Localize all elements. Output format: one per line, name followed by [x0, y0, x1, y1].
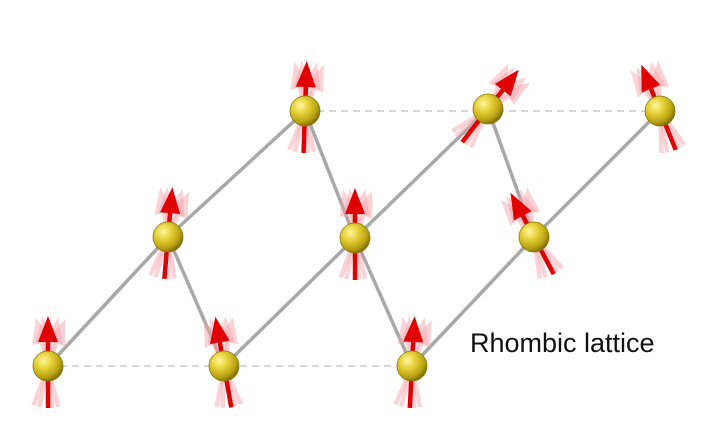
atom-sphere	[472, 93, 504, 125]
bond	[410, 235, 536, 368]
lattice-site	[338, 188, 373, 281]
lattice-site	[148, 187, 190, 280]
bond	[303, 109, 357, 240]
atom-sphere	[518, 221, 550, 253]
lattice-site	[203, 316, 244, 409]
lattice-site	[393, 316, 432, 409]
atom-sphere	[32, 350, 64, 382]
bond	[486, 107, 536, 239]
bonds	[46, 107, 662, 368]
lattice-site	[500, 187, 564, 279]
bond	[46, 235, 170, 368]
atom-sphere	[208, 350, 240, 382]
bond	[532, 109, 662, 239]
lattice-site	[31, 316, 66, 409]
lattice-site	[630, 61, 687, 154]
diagram-caption: Rhombic lattice	[470, 328, 655, 358]
atom-sphere	[644, 95, 676, 127]
lattice-site	[287, 61, 324, 154]
atom-sphere	[339, 222, 371, 254]
atom-sphere	[152, 221, 184, 253]
sites	[31, 61, 687, 409]
bond	[166, 109, 307, 239]
atom-sphere	[289, 95, 321, 127]
bond	[353, 107, 490, 240]
bond	[353, 236, 414, 368]
atom-sphere	[396, 350, 428, 382]
bond	[166, 235, 226, 368]
lattice-site	[451, 63, 531, 149]
bond	[222, 236, 357, 368]
